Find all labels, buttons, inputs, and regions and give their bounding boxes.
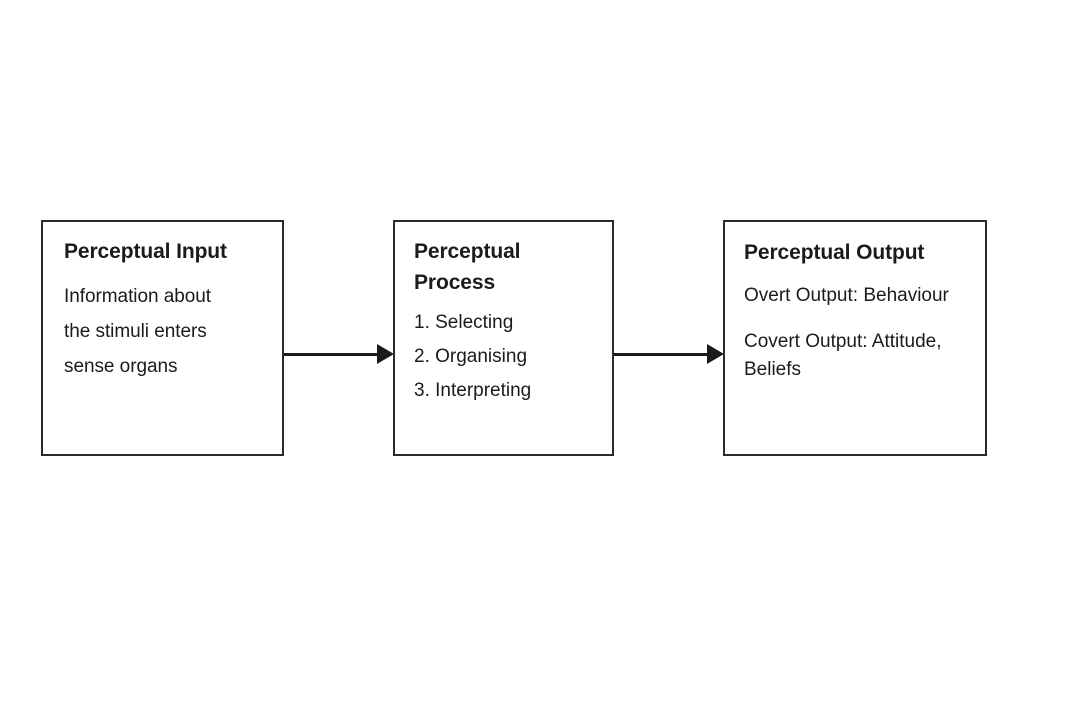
arrow-head bbox=[707, 344, 724, 364]
node-perceptual-output-paragraph: Covert Output: Attitude, Beliefs bbox=[744, 331, 942, 380]
node-perceptual-output: Perceptual Output Overt Output: Behaviou… bbox=[723, 220, 987, 456]
list-item: 2. Organising bbox=[414, 346, 528, 367]
arrow-shaft bbox=[284, 352, 378, 356]
node-perceptual-input: Perceptual Input Information about the s… bbox=[41, 220, 284, 456]
node-perceptual-output-title: Perceptual Output bbox=[744, 241, 925, 264]
list-item: 1. Selecting bbox=[414, 312, 514, 333]
list-item: 3. Interpreting bbox=[414, 380, 532, 401]
perceptual-process-step-list: 1. Selecting 2. Organising 3. Interpreti… bbox=[414, 306, 604, 408]
node-perceptual-output-paragraph: Overt Output: Behaviour bbox=[744, 285, 949, 306]
arrow-head bbox=[377, 344, 394, 364]
arrow-shaft bbox=[614, 352, 708, 356]
node-perceptual-input-title: Perceptual Input bbox=[64, 240, 227, 263]
node-perceptual-process: Perceptual Process 1. Selecting 2. Organ… bbox=[393, 220, 614, 456]
arrow-process-to-output-icon bbox=[614, 344, 724, 364]
node-perceptual-input-content: Perceptual Input Information about the s… bbox=[64, 236, 274, 384]
node-perceptual-output-content: Perceptual Output Overt Output: Behaviou… bbox=[744, 237, 977, 384]
arrow-input-to-process-icon bbox=[284, 344, 394, 364]
node-perceptual-process-title: Perceptual Process bbox=[414, 240, 521, 294]
node-perceptual-input-body: Information about the stimuli enters sen… bbox=[64, 286, 212, 377]
node-perceptual-process-content: Perceptual Process 1. Selecting 2. Organ… bbox=[414, 236, 604, 408]
